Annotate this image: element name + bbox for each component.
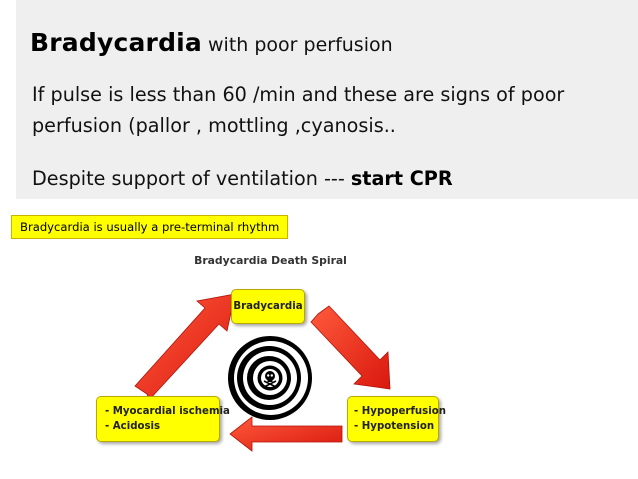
cpr-instruction: Despite support of ventilation --- start… <box>32 163 622 194</box>
arrow-to-bradycardia <box>134 293 236 401</box>
cpr-instruction-prefix: Despite support of ventilation --- <box>32 167 345 190</box>
diagram-title: Bradycardia Death Spiral <box>194 254 347 267</box>
arrow-to-hypoperfusion <box>310 305 391 390</box>
body-text: If pulse is less than 60 /min and these … <box>32 79 622 194</box>
node-acidosis-line: - Acidosis <box>105 421 161 432</box>
pre-terminal-badge: Bradycardia is usually a pre-terminal rh… <box>11 215 289 239</box>
node-hypoperfusion: - Hypoperfusion - Hypotension <box>347 396 446 442</box>
title-subtitle: with poor perfusion <box>208 34 393 56</box>
title-keyword: Bradycardia <box>30 28 202 57</box>
node-hypotension-line: - Hypotension <box>354 421 435 432</box>
arrow-to-myocardial-ischemia <box>229 416 343 452</box>
node-hypoperfusion-line: - Hypoperfusion <box>354 406 446 417</box>
skull-and-crossbones-icon <box>263 371 277 388</box>
diagram-graphics <box>134 293 391 452</box>
node-bradycardia: Bradycardia <box>231 289 305 324</box>
node-myocardial-ischemia-line: - Myocardial ischemia <box>105 406 230 417</box>
cpr-instruction-action: start CPR <box>350 167 453 190</box>
slide-title: Bradycardia with poor perfusion <box>30 28 393 57</box>
node-myocardial-ischemia: - Myocardial ischemia - Acidosis <box>96 396 230 442</box>
node-bradycardia-label: Bradycardia <box>233 301 303 312</box>
content-panel <box>16 0 638 199</box>
death-spiral-diagram: Bradycardia Death Spiral Bradycardia - H… <box>92 248 449 457</box>
pulse-criteria-text: If pulse is less than 60 /min and these … <box>32 83 565 137</box>
